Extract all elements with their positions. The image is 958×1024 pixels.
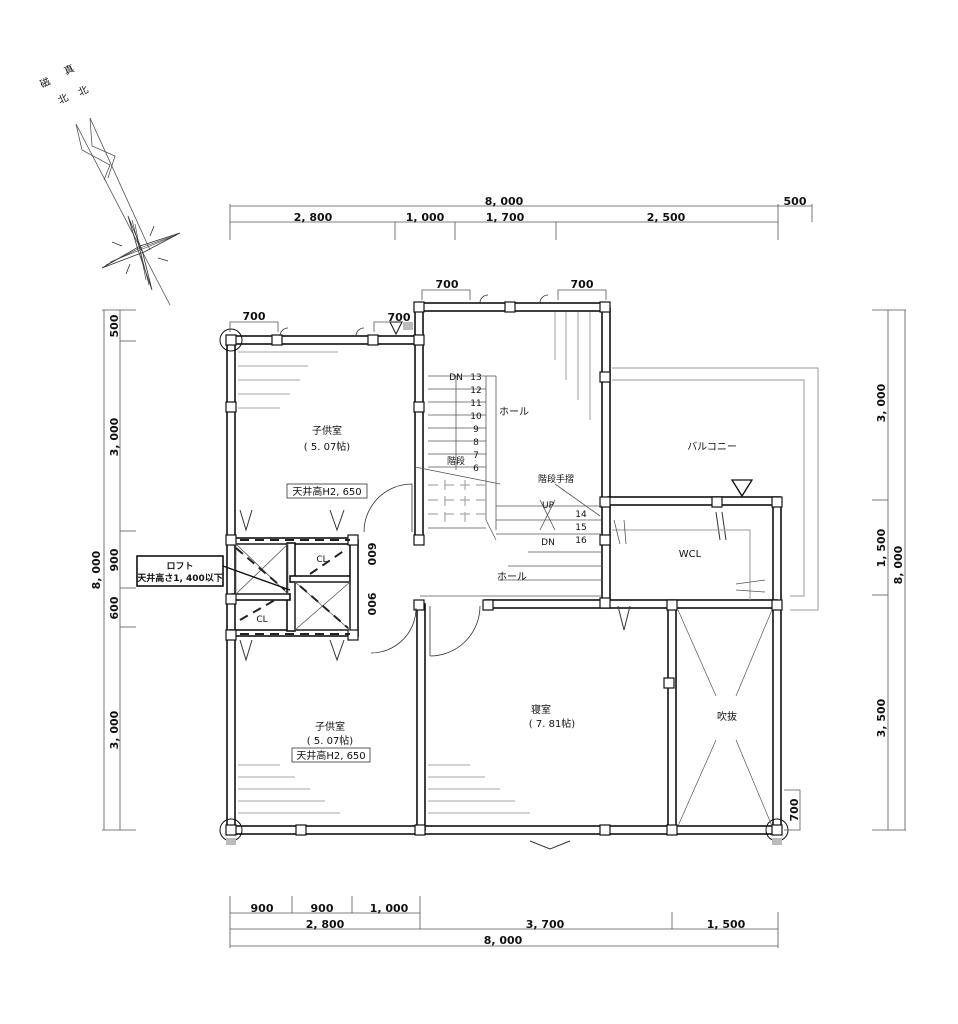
dim-opening-700-b: 700 — [388, 311, 411, 324]
step-7: 7 — [473, 451, 479, 461]
dim-void-700: 700 — [788, 798, 801, 821]
balcony-drain-icon — [730, 479, 754, 498]
dimension-bottom: 900 900 1, 000 2, 800 3, 700 1, 500 8, 0… — [229, 896, 779, 948]
balcony-outline — [612, 367, 819, 611]
step-13: 13 — [470, 373, 481, 383]
bedroom-name: 寝室 — [531, 703, 551, 716]
step-11: 11 — [470, 399, 481, 409]
kids-room-2-area: ( 5. 07帖) — [307, 734, 354, 747]
loft-callout: ロフト 天井高さ1, 400以下 — [136, 555, 291, 591]
staircase: DN 13 12 11 10 9 8 7 6 階段 UP DN 14 15 16… — [414, 373, 602, 548]
dim-bottom-seg-2: 3, 700 — [526, 918, 565, 931]
kids-room-1-name: 子供室 — [312, 424, 342, 437]
kids-room-2-name: 子供室 — [315, 720, 345, 733]
dim-opening-700-a: 700 — [243, 310, 266, 323]
dim-left-seg-5: 3, 000 — [108, 710, 121, 749]
dim-top-seg-2: 1, 000 — [406, 211, 445, 224]
kids-room-2-ceiling: 天井高H2, 650 — [296, 749, 365, 762]
dimension-right: 3, 000 1, 500 3, 500 8, 000 — [872, 309, 906, 831]
void-x-lines — [677, 609, 773, 827]
stairs-label: 階段 — [447, 455, 465, 467]
loft-callout-note: 天井高さ1, 400以下 — [137, 572, 223, 584]
kids-room-1-area: ( 5. 07帖) — [304, 440, 351, 453]
dim-left-overall: 8, 000 — [90, 550, 103, 589]
kids-room-1-ceiling: 天井高H2, 650 — [292, 485, 361, 498]
step-10: 10 — [470, 412, 482, 422]
dimension-top: 8, 000 500 2, 800 1, 000 1, 700 2, 500 — [229, 195, 813, 240]
dim-top-seg-3: 1, 700 — [486, 211, 525, 224]
corner-markers — [219, 328, 789, 842]
stairs-dn-label: DN — [449, 373, 463, 383]
north-arrow-compass-icon: 磁 北 真 北 — [38, 62, 181, 306]
step-16: 16 — [575, 536, 587, 546]
step-14: 14 — [575, 510, 587, 520]
structural-posts — [225, 301, 783, 836]
dim-bottom-seg-1: 2, 800 — [306, 918, 345, 931]
bedroom-area: ( 7. 81帖) — [529, 717, 576, 730]
dim-loft-900: 900 — [365, 593, 378, 616]
dim-right-seg-2: 1, 500 — [875, 528, 888, 567]
dim-top-seg-1: 2, 800 — [294, 211, 333, 224]
dim-opening-700-c: 700 — [436, 278, 459, 291]
step-12: 12 — [470, 386, 481, 396]
dim-top-overall: 8, 000 — [485, 195, 524, 208]
dim-left-seg-2: 3, 000 — [108, 417, 121, 456]
dim-left-seg-4: 600 — [108, 596, 121, 619]
dim-bottom-detail-2: 900 — [311, 902, 334, 915]
dim-bottom-detail-3: 1, 000 — [370, 902, 409, 915]
step-9: 9 — [473, 425, 479, 435]
dim-bottom-overall: 8, 000 — [484, 934, 523, 947]
step-6: 6 — [473, 464, 479, 474]
dim-right-seg-3: 3, 500 — [875, 698, 888, 737]
dimension-left: 500 3, 000 900 600 3, 000 8, 000 — [90, 309, 136, 831]
stairs-up-label: UP — [542, 501, 555, 511]
dim-right-seg-1: 3, 000 — [875, 383, 888, 422]
opening-dimensions: 700 700 700 700 700 600 900 — [229, 278, 801, 831]
dim-opening-700-d: 700 — [571, 278, 594, 291]
door-swings — [279, 294, 549, 657]
room-labels: 子供室 ( 5. 07帖) 天井高H2, 650 子供室 ( 5. 07帖) 天… — [286, 406, 737, 763]
foundation-hatch — [226, 322, 782, 845]
wcl-label: WCL — [679, 549, 702, 560]
stairs-dn-label-lower: DN — [541, 538, 555, 548]
handrail-label: 階段手摺 — [538, 473, 574, 485]
closet-label-2: CL — [256, 615, 267, 625]
balcony-label: バルコニー — [687, 441, 737, 453]
entry-triangle-icon — [389, 321, 403, 336]
step-15: 15 — [575, 523, 586, 533]
compass-label-true: 真 — [62, 62, 77, 78]
compass-label-magnetic: 磁 — [38, 75, 53, 91]
dim-left-seg-3: 900 — [108, 548, 121, 571]
hall-floor-lines — [420, 551, 602, 597]
dim-top-overhang: 500 — [784, 195, 807, 208]
loft-callout-title: ロフト — [166, 561, 193, 572]
dim-left-seg-1: 500 — [108, 314, 121, 337]
compass-label-north-1: 北 — [56, 92, 70, 107]
void-label: 吹抜 — [717, 710, 737, 723]
step-8: 8 — [473, 438, 479, 448]
compass-label-north-2: 北 — [76, 84, 90, 99]
dim-bottom-seg-3: 1, 500 — [707, 918, 746, 931]
dim-loft-600: 600 — [365, 543, 378, 566]
wcl-outline — [612, 519, 766, 600]
hall-upper-label: ホール — [499, 406, 529, 418]
closet-label-1: CL — [316, 555, 327, 565]
hall-lower-label: ホール — [497, 571, 527, 583]
closet-shelf-lines — [238, 312, 591, 814]
dim-right-overall: 8, 000 — [892, 545, 905, 584]
dim-bottom-detail-1: 900 — [251, 902, 274, 915]
dim-top-seg-4: 2, 500 — [647, 211, 686, 224]
